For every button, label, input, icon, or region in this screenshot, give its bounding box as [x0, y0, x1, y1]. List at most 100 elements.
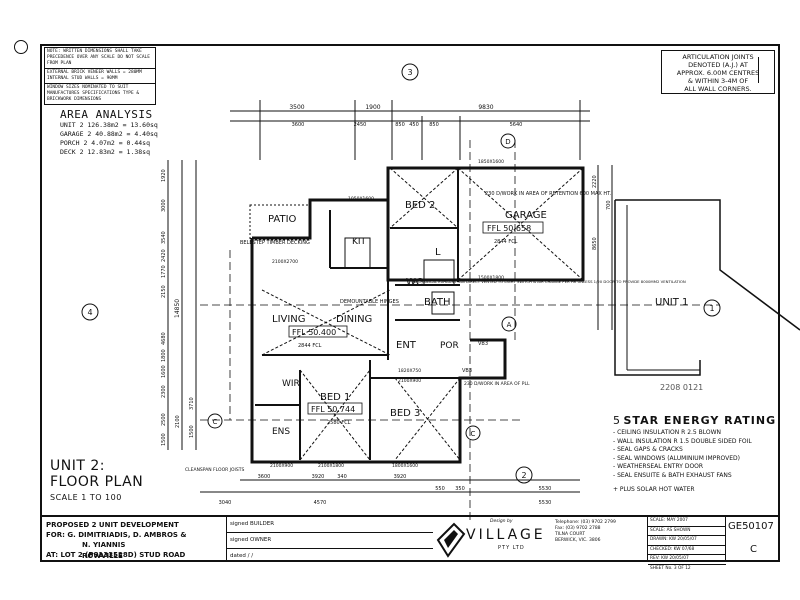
dim-label: 340: [337, 474, 347, 480]
patio-decking-note: BELESTEP TIMBER DECKING: [240, 240, 310, 246]
energy-item: SEAL WINDOWS (ALUMINIUM IMPROVED): [613, 455, 776, 464]
drawing-info: SCALE: MAY 2007 SCALE: AS SHOWN DRAWN: K…: [647, 517, 726, 571]
area-row: DECK 2 12.83m2 = 1.38sq: [60, 148, 151, 156]
plan-title-sub: FLOOR PLAN: [50, 474, 144, 490]
area-title: AREA ANALYSIS: [60, 108, 153, 121]
dim-label: 3540: [161, 231, 167, 244]
dim-label: 1920: [161, 169, 167, 182]
project-at: AT: LOT 2 (PS133528D) STUD ROAD: [46, 551, 186, 559]
grid-bubble-left: [81, 303, 99, 321]
project-details: PROPOSED 2 UNIT DEVELOPMENT FOR: G. DIMI…: [46, 520, 186, 560]
grid-label-d: D: [505, 138, 510, 146]
bath-outline: [431, 291, 455, 315]
dim-label: 3500: [289, 104, 304, 111]
room-wc: WC: [406, 277, 423, 288]
company-name: VILLAGE: [466, 527, 546, 543]
room-unit1: UNIT 1: [655, 297, 688, 308]
ffl-garage: FFL 50.658: [487, 224, 531, 233]
window-tag: 1500X1800: [478, 275, 504, 281]
room-bath: BATH: [424, 297, 451, 308]
dim-label: 2150: [161, 285, 167, 298]
dim-label: 850: [395, 122, 405, 128]
dim-label: 5530: [539, 500, 552, 506]
dim-label: 2500: [161, 413, 167, 426]
energy-item: WEATHERSEAL ENTRY DOOR: [613, 463, 776, 472]
dim-label: 350: [455, 486, 465, 492]
room-wir: WIR: [282, 379, 300, 389]
dim-label: 3920: [312, 474, 325, 480]
plan-scale: SCALE 1 TO 100: [50, 493, 122, 502]
signed-builder: signed BUILDER: [227, 517, 433, 533]
dim-label: 1770: [161, 265, 167, 278]
dim-label: 9830: [478, 104, 493, 111]
grid-bubble-right: [703, 299, 721, 317]
grid-label-top: 3: [407, 68, 412, 77]
area-row: UNIT 2 126.38m2 = 13.60sq: [60, 121, 158, 129]
dim-label: 2420: [161, 249, 167, 262]
dim-label: 450: [409, 122, 419, 128]
room-por: POR: [440, 341, 459, 351]
energy-item: SEAL ENSUITE & BATH EXHAUST FANS: [613, 472, 776, 481]
dim-label: 8650: [592, 237, 598, 250]
general-notes: NOTE: WRITTEN DIMENSIONS SHALL TAKE PREC…: [44, 47, 156, 105]
grid-bubble-top: [401, 63, 419, 81]
ffl-bed1: FFL 50.744: [311, 405, 355, 414]
dim-label: 1600: [161, 365, 167, 378]
room-ent: ENT: [396, 340, 417, 351]
grid-label-right: 1: [709, 304, 714, 313]
project-for-2: N. YIANNIS: [82, 541, 126, 549]
grid-label-c1: C: [213, 418, 218, 426]
energy-star-count: 5: [613, 414, 620, 427]
kitchen-bench: [344, 237, 371, 269]
dim-label: 4570: [314, 500, 327, 506]
logo-mark-icon: [436, 522, 466, 558]
room-l: L: [435, 247, 441, 258]
dim-label: 3600: [292, 122, 305, 128]
plan-title-main: UNIT 2:: [50, 458, 105, 474]
energy-rating: 5 STAR ENERGY RATING CEILING INSULATION …: [613, 414, 776, 493]
company-contact: Telephone: (03) 9702 2799 Fax: (03) 9702…: [555, 520, 616, 543]
fcl-main: 2844 FCL: [298, 343, 322, 349]
vb3-label: VB3: [462, 368, 472, 374]
dim-label: 1800: [161, 349, 167, 362]
project-at-2: ROWVILLE: [82, 552, 123, 560]
drawing-number: GE50107: [728, 521, 774, 532]
note-walls: EXTERNAL BRICK VENEER WALLS = 280MM INTE…: [45, 69, 155, 84]
fcl-garage: 2844 FCL: [494, 239, 518, 245]
window-tag: 1050X1600: [348, 196, 374, 202]
ffl-main: FFL 50.400: [292, 328, 336, 337]
garage-wall: [386, 166, 585, 282]
room-garage: GARAGE: [505, 210, 547, 221]
dim-label: 1500: [189, 425, 195, 438]
room-ens: ENS: [272, 427, 290, 437]
revision: C: [750, 544, 757, 555]
window-tag: 1850X1600: [478, 159, 504, 165]
grid-bubble-d: [500, 133, 516, 149]
laundry-outline: [423, 259, 455, 286]
energy-item: CEILING INSULATION R 2.5 BLOWN: [613, 429, 776, 438]
articulation-symbol-icon: [758, 57, 767, 83]
window-tag: 2100X900: [270, 463, 293, 469]
note-windows: WINDOW SIZES NOMINATED TO SUIT MANUFACTU…: [47, 85, 140, 102]
dim-label: 2220: [592, 175, 598, 188]
dim-label: 2100: [175, 415, 181, 428]
room-kit: KIT: [352, 237, 367, 247]
dated: dated / /: [230, 553, 254, 559]
exhaust-note: MECHANICAL EXHAUST FAN DIRECT VENTED TO …: [412, 279, 686, 284]
room-bed2: BED 2: [405, 200, 435, 211]
punch-hole-icon: [14, 40, 28, 54]
window-tag: 2100X1800: [318, 463, 344, 469]
design-by-label: Design by: [490, 519, 513, 524]
company-logo: Design by VILLAGE PTY LTD: [434, 517, 554, 562]
dim-label: 3600: [258, 474, 271, 480]
fcl-bed1: 2580 FCL: [327, 420, 351, 426]
signed-owner: signed OWNER: [227, 533, 433, 549]
dim-label: 1900: [365, 104, 380, 111]
area-row: GARAGE 2 40.88m2 = 4.40sq: [60, 130, 158, 138]
area-row: PORCH 2 4.07m2 = 0.44sq: [60, 139, 151, 147]
room-patio: PATIO: [268, 214, 297, 225]
area-analysis: AREA ANALYSIS UNIT 2 126.38m2 = 13.60sq …: [60, 108, 158, 157]
window-tag: 2100X900: [398, 378, 421, 384]
project-for: FOR: G. DIMITRIADIS, D. AMBROS &: [46, 531, 187, 539]
